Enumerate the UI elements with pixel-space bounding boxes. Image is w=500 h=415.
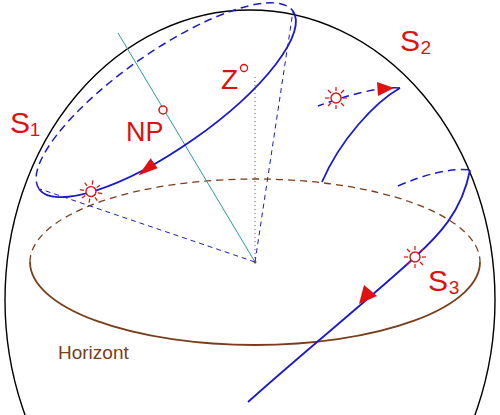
star-path-s3 — [398, 170, 470, 186]
horizon-front — [30, 262, 480, 345]
star-label: S₁ — [10, 108, 40, 138]
center-point — [254, 261, 257, 264]
star-path-s3 — [248, 170, 470, 402]
direction-arrow — [359, 285, 377, 304]
star-path-s2 — [322, 88, 400, 182]
zenith-line — [255, 74, 256, 262]
star-label: S₃ — [428, 266, 460, 296]
sphere-outline — [5, 10, 495, 415]
direction-arrow — [377, 82, 394, 96]
star-path-s1 — [11, 0, 322, 231]
cone-line — [40, 189, 255, 262]
zenith-label: Z — [221, 66, 238, 94]
star-label: S₂ — [400, 26, 432, 56]
zenith-point — [241, 65, 248, 72]
polar-axis — [118, 33, 255, 262]
pole-label: NP — [126, 119, 164, 146]
pole-point — [159, 106, 167, 114]
horizon-label: Horizont — [58, 343, 129, 362]
